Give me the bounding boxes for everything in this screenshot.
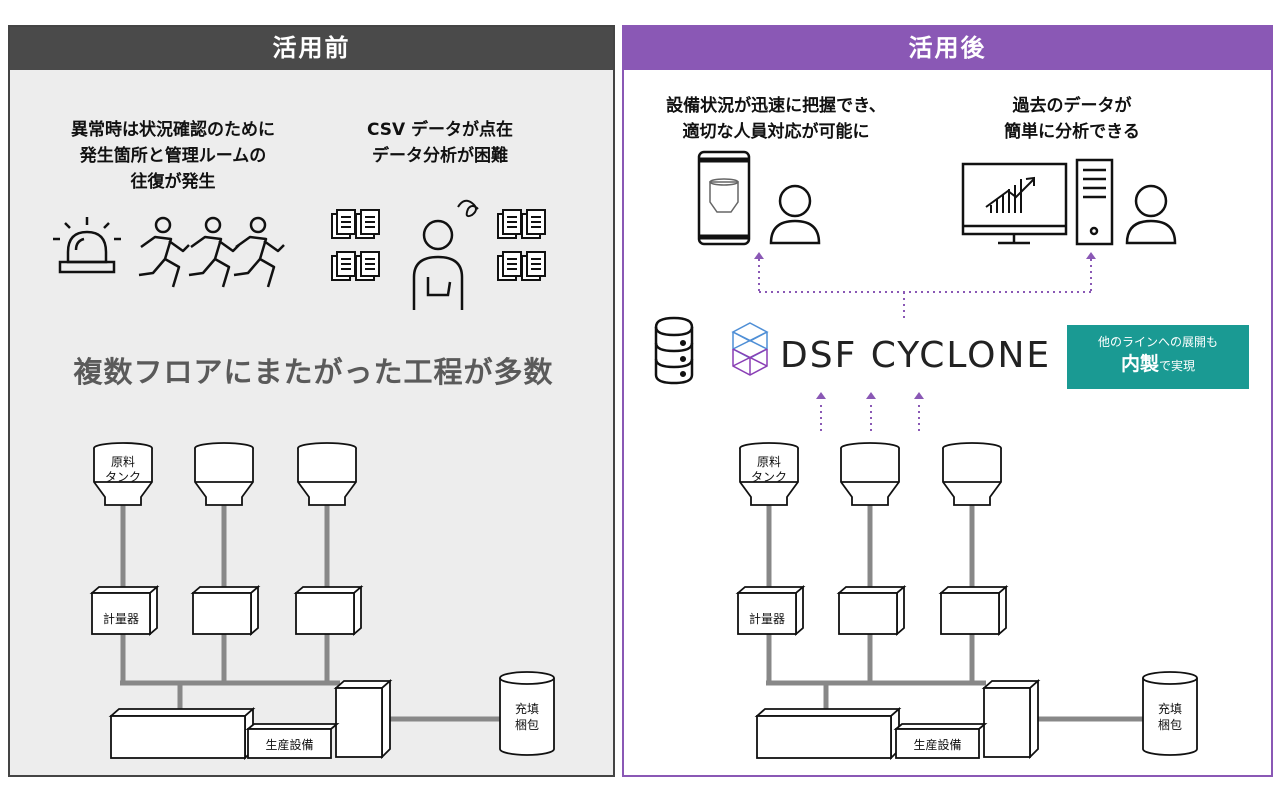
badge-suffix: で実現 <box>1159 359 1196 373</box>
after-process-diagram <box>735 442 1198 761</box>
caption-line: 往復が発生 <box>130 172 216 192</box>
equipment-block <box>108 679 393 761</box>
document-icon <box>521 251 546 281</box>
document-icon <box>331 251 356 281</box>
before-caption-right: CSV データが点在 データ分析が困難 <box>340 117 540 169</box>
meter-label: 計量器 <box>102 612 139 626</box>
tank-label-line: タンク <box>750 470 787 484</box>
caption-line: 適切な人員対応が可能に <box>682 122 870 142</box>
after-header: 活用後 <box>624 27 1271 70</box>
tank-icon <box>194 442 254 506</box>
meter-box <box>293 585 364 636</box>
confused-person-icon <box>412 199 479 310</box>
before-process-diagram <box>89 442 555 761</box>
packing-label-line: 充填 <box>1157 702 1182 716</box>
tank-label-line: 原料 <box>756 455 781 469</box>
pc-tower-icon <box>1075 158 1114 246</box>
tank-label-line: タンク <box>104 470 141 484</box>
tank-icon <box>93 442 153 506</box>
packing-label-line: 梱包 <box>514 718 539 732</box>
before-panel: 活用前 異常時は状況確認のために 発生箇所と管理ルームの 往復が発生 CSV デ… <box>8 25 615 777</box>
document-icon <box>521 209 546 239</box>
badge-emphasis: 内製 <box>1120 353 1159 375</box>
caption-line: 過去のデータが <box>1012 96 1132 116</box>
before-big-text: 複数フロアにまたがった工程が多数 <box>73 355 554 389</box>
caption-line: CSV データが点在 <box>366 120 514 140</box>
document-icon <box>355 209 380 239</box>
meter-box <box>735 585 806 636</box>
tank-label: 原料 タンク <box>740 455 798 485</box>
running-person-icon <box>138 216 190 288</box>
database-icon <box>654 316 694 385</box>
meter-box <box>190 585 261 636</box>
tank-label: 原料 タンク <box>94 455 152 485</box>
before-caption-left: 異常時は状況確認のために 発生箇所と管理ルームの 往復が発生 <box>48 117 298 195</box>
tank-icon <box>840 442 900 506</box>
caption-line: 設備状況が迅速に把握でき、 <box>666 96 886 116</box>
meter-label: 計量器 <box>748 612 785 626</box>
after-illustrations: DSF CYCLONE <box>654 150 1177 431</box>
dsf-cyclone-logo-text: DSF CYCLONE <box>780 335 1051 376</box>
before-header: 活用前 <box>10 27 613 70</box>
packing-cylinder <box>499 671 555 756</box>
after-caption-right: 過去のデータが 簡単に分析できる <box>972 93 1172 145</box>
running-person-icon <box>233 216 285 288</box>
meter-box <box>836 585 907 636</box>
packing-label-line: 梱包 <box>1157 718 1182 732</box>
after-panel: 活用後 設備状況が迅速に把握でき、 適切な人員対応が可能に 過去のデータが 簡単… <box>622 25 1273 777</box>
alarm-light-icon <box>53 217 121 274</box>
tank-icon <box>942 442 1002 506</box>
meter-box <box>938 585 1009 636</box>
caption-line: 簡単に分析できる <box>1004 122 1140 142</box>
caption-line: 発生箇所と管理ルームの <box>79 146 267 166</box>
caption-line: 異常時は状況確認のために <box>71 120 275 140</box>
packing-label: 充填 梱包 <box>500 701 554 733</box>
packing-label-line: 充填 <box>514 702 539 716</box>
inhouse-badge: 他のラインへの展開も 内製で実現 <box>1067 325 1249 389</box>
tank-icon <box>739 442 799 506</box>
equipment-label: 生産設備 <box>913 738 962 752</box>
equipment-block <box>754 679 1041 761</box>
person-icon <box>769 184 821 245</box>
packing-cylinder <box>1142 671 1198 756</box>
meter-box <box>89 585 160 636</box>
equipment-label: 生産設備 <box>265 738 314 752</box>
dsf-cyclone-logo-icon <box>731 322 769 376</box>
smartphone-icon <box>697 150 751 246</box>
tank-label-line: 原料 <box>110 455 135 469</box>
before-illustrations <box>53 199 546 310</box>
after-caption-left: 設備状況が迅速に把握でき、 適切な人員対応が可能に <box>636 93 916 145</box>
monitor-chart-icon <box>961 162 1068 245</box>
person-icon <box>1125 184 1177 245</box>
caption-line: データ分析が困難 <box>372 146 508 166</box>
tank-icon <box>297 442 357 506</box>
badge-line1: 他のラインへの展開も <box>1097 335 1218 349</box>
document-icon <box>355 251 380 281</box>
packing-label: 充填 梱包 <box>1143 701 1197 733</box>
